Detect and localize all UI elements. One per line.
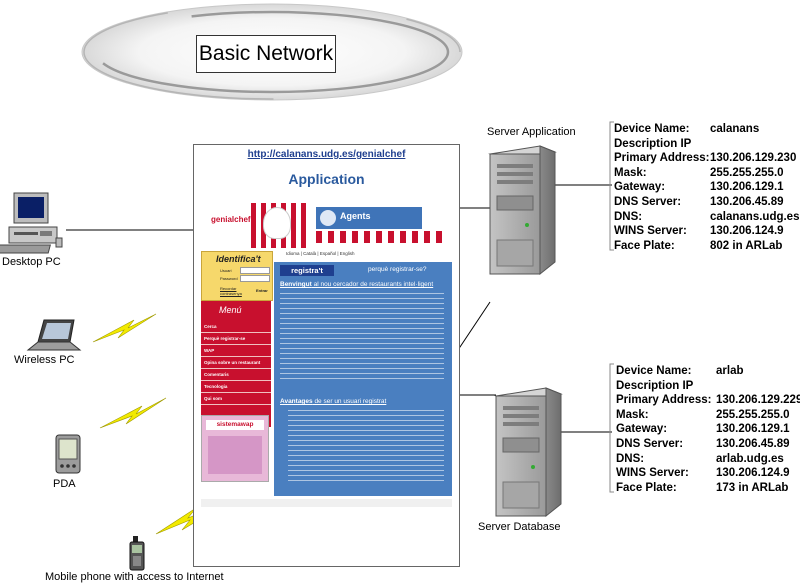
info-value: 130.206.124.9 — [710, 225, 784, 238]
identify-heading: Identifica't — [216, 254, 261, 264]
info-value: arlab — [716, 365, 744, 377]
menu-item[interactable]: Comentaris — [201, 369, 271, 381]
header-stripes — [316, 231, 444, 243]
enter-button[interactable]: Entrar — [256, 288, 268, 293]
info-key: Mask: — [614, 166, 647, 179]
server-db-bracket — [609, 363, 614, 493]
sistemawap-label: sistemawap — [206, 420, 264, 430]
language-nav[interactable]: Idioma | Català | Español | English — [286, 251, 355, 256]
menu-item[interactable]: Opina sobre un restaurant — [201, 357, 271, 369]
info-key: Face Plate: — [614, 239, 675, 252]
mobile-phone-icon — [129, 536, 145, 571]
menu-item[interactable]: Cerca — [201, 321, 271, 333]
server-db-info: Device Name: arlab Description IP Primary… — [616, 364, 800, 495]
info-key: Device Name: — [616, 365, 692, 377]
info-key: DNS: — [616, 452, 645, 465]
username-input[interactable] — [240, 267, 270, 274]
info-key: Primary Address: — [614, 152, 710, 165]
desktop-pc-label: Desktop PC — [2, 256, 61, 268]
content-panel: registra't perquè registrar-se? Benvingu… — [274, 262, 452, 496]
brand-logo: genialchef.com — [211, 215, 270, 224]
info-value: 130.206.124.9 — [716, 467, 790, 480]
app-url-link[interactable]: http://calanans.udg.es/genialchef — [247, 149, 406, 160]
info-key: Description IP — [616, 379, 694, 392]
info-value: 130.206.45.89 — [710, 195, 784, 208]
info-value: 173 in ARLab — [716, 481, 789, 494]
laptop-icon — [26, 319, 82, 351]
welcome-bold: Benvingut — [280, 281, 312, 288]
info-key: DNS Server: — [614, 195, 682, 208]
info-key: Gateway: — [616, 423, 668, 436]
advantages-bold: Avantages — [280, 398, 313, 405]
info-value: 130.206.129.1 — [710, 181, 784, 194]
info-key: Device Name: — [614, 123, 690, 135]
menu-list: Cerca Perquè registrar-se WAP Opina sobr… — [201, 321, 271, 405]
info-value: 255.255.255.0 — [710, 166, 784, 179]
wap-promo[interactable]: sistemawap — [201, 415, 269, 482]
info-key: WINS Server: — [614, 225, 687, 238]
info-key: Mask: — [616, 408, 649, 421]
info-value: arlab.udg.es — [716, 452, 784, 465]
menu-item[interactable]: WAP — [201, 345, 271, 357]
info-value: 130.206.129.230 — [710, 152, 797, 165]
menu-item[interactable]: Qui som — [201, 393, 271, 405]
info-value: calanans.udg.es — [710, 210, 800, 223]
server-app-info: Device Name: calanans Description IP Prim… — [614, 122, 799, 253]
app-footer — [201, 499, 452, 507]
server-database-icon — [494, 387, 563, 518]
info-value: 130.206.129.229 — [716, 394, 800, 407]
info-key: DNS: — [614, 210, 643, 223]
menu-item[interactable]: Perquè registrar-se — [201, 333, 271, 345]
info-value: 130.206.129.1 — [716, 423, 790, 436]
agents-logo-icon — [320, 210, 336, 226]
info-value: calanans — [710, 123, 760, 135]
info-value: 255.255.255.0 — [716, 408, 790, 421]
user-label: Usuari — [220, 268, 232, 273]
advantages-rest: de ser un usuari registrat — [312, 398, 387, 405]
agents-banner: Agents — [316, 207, 422, 229]
password-label: Password — [220, 276, 238, 281]
info-key: WINS Server: — [616, 467, 689, 480]
tab-why-register[interactable]: perquè registrar-se? — [368, 266, 427, 273]
advantages-section: Avantages de ser un usuari registrat — [280, 398, 446, 482]
connection-lines — [66, 184, 612, 433]
wap-image — [208, 436, 262, 474]
welcome-text-block — [280, 293, 444, 383]
diagram-title: Basic Network — [196, 35, 336, 73]
welcome-rest: al nou cercador de restaurants intel·lig… — [311, 281, 434, 288]
menu-box: Menú Cerca Perquè registrar-se WAP Opina… — [201, 301, 271, 427]
desktop-pc-icon — [0, 192, 63, 254]
login-box: Identifica't Usuari Password Recordar co… — [201, 251, 273, 301]
forgot-password-link[interactable]: Recordar contrasenya — [220, 286, 242, 296]
info-key: Gateway: — [614, 181, 666, 194]
info-value: 130.206.45.89 — [716, 437, 790, 450]
chef-icon — [263, 207, 291, 239]
info-key: Face Plate: — [616, 481, 677, 494]
app-header-banner: genialchef.com Agents — [201, 203, 444, 248]
server-application-icon — [488, 145, 557, 276]
pda-icon — [55, 434, 81, 474]
info-key: Primary Address: — [616, 394, 712, 407]
info-key: Description IP — [614, 137, 692, 150]
welcome-heading: Benvingut al nou cercador de restaurants… — [280, 281, 446, 288]
menu-item[interactable]: Tecnologia — [201, 381, 271, 393]
info-key: DNS Server: — [616, 437, 684, 450]
advantages-list — [288, 410, 444, 482]
password-input[interactable] — [240, 275, 270, 282]
welcome-section: Benvingut al nou cercador de restaurants… — [280, 281, 446, 393]
app-title: Application — [288, 171, 365, 187]
menu-heading: Menú — [219, 305, 242, 315]
tab-register[interactable]: registra't — [280, 265, 334, 276]
wireless-pc-label: Wireless PC — [14, 354, 75, 366]
agents-label: Agents — [340, 211, 371, 221]
server-application-label: Server Application — [487, 126, 576, 138]
advantages-heading: Avantages de ser un usuari registrat — [280, 398, 446, 405]
server-database-label: Server Database — [478, 521, 561, 533]
server-app-bracket — [609, 121, 614, 251]
info-value: 802 in ARLab — [710, 239, 783, 252]
application-screenshot: http://calanans.udg.es/genialchef Applic… — [193, 144, 460, 567]
mobile-phone-label: Mobile phone with access to Internet — [45, 571, 224, 583]
line-app-server-diag — [457, 301, 491, 351]
pda-label: PDA — [53, 478, 76, 490]
